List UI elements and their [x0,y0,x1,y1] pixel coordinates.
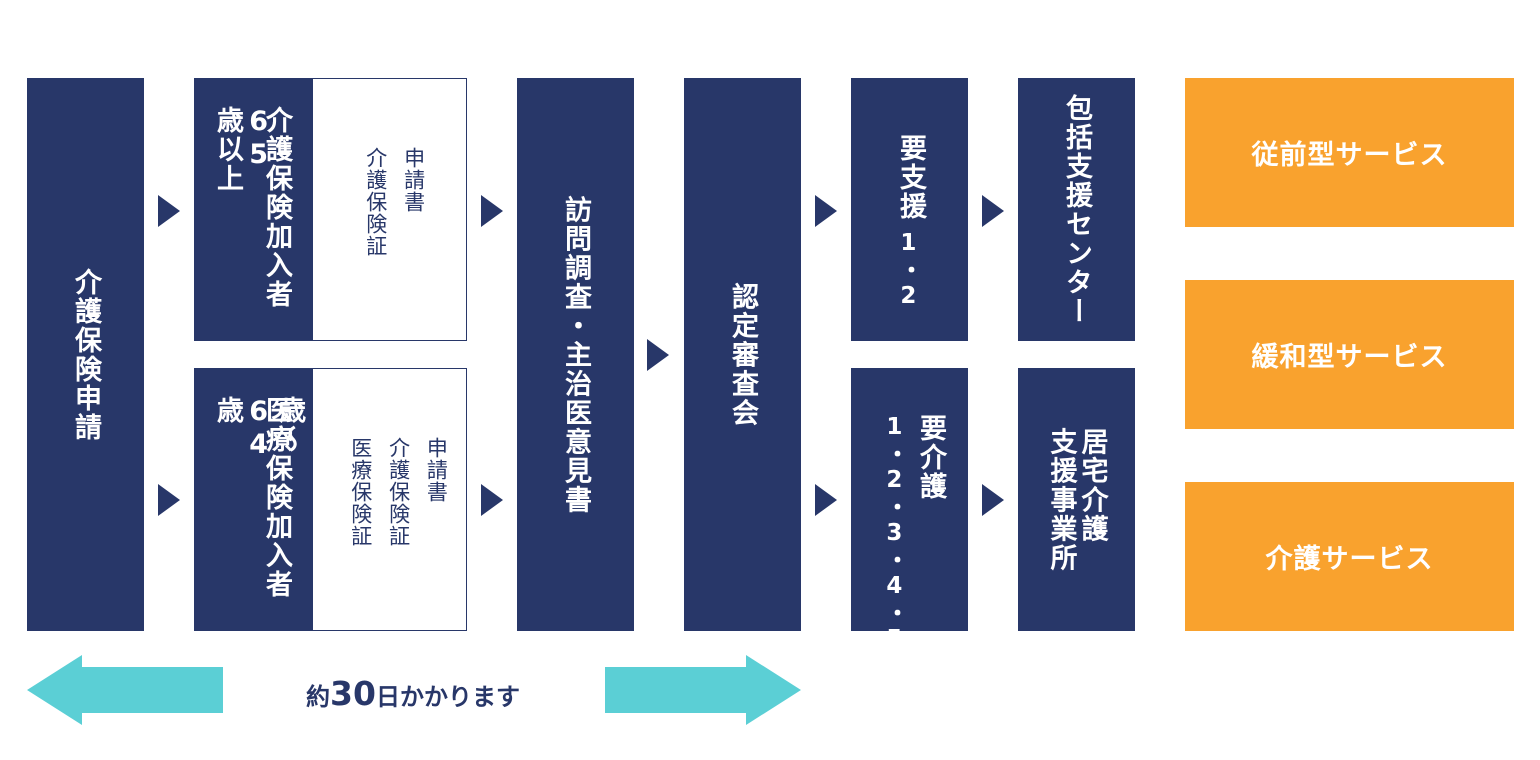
service-box-relaxed: 緩和型サービス [1185,280,1514,429]
age-40-label: 40 歳〜 64 歳 [212,396,336,462]
survey-label: 訪問調査・主治医意見書 [560,195,592,514]
age-40-docs: 申請書 介護保険証 医療保険証 [348,437,449,547]
age-65-box: 65 歳以上 介護保険加入者 [194,78,312,341]
service-label: 介護サービス [1265,544,1434,575]
service-box-standard: 従前型サービス [1185,78,1514,227]
arrow-left-icon [27,655,223,725]
arrow-right-icon [481,484,503,516]
arrow-right-long-icon [605,655,801,725]
care-level-label: 要介護 [915,414,946,501]
center-box: 包括支援センター [1018,78,1135,341]
service-label: 緩和型サービス [1251,342,1448,373]
review-box: 認定審査会 [684,78,801,631]
duration-note: 約30日かかります [222,674,604,713]
support-level-box: 要支援 1・2 [851,78,968,341]
arrow-right-icon [815,484,837,516]
age-65-docs-box: 申請書 介護保険証 [312,78,467,341]
age-40-insurance-label: 医療保険加入者 [261,396,292,599]
center-label: 包括支援センター [1061,93,1093,326]
duration-suffix: 日かかります [375,683,520,711]
support-level-values: 1・2 [895,230,922,311]
age-40-box: 40 歳〜 64 歳 医療保険加入者 [194,368,336,631]
arrow-right-icon [158,484,180,516]
arrow-right-icon [815,195,837,227]
review-label: 認定審査会 [727,282,759,427]
support-level-label: 要支援 [895,134,927,221]
age-65-docs: 申請書 介護保険証 [363,147,426,257]
age-65-label: 65 歳以上 [212,106,275,193]
care-level-box: 要介護 1・2・3・4・5 [851,368,968,654]
arrow-right-icon [158,195,180,227]
arrow-right-icon [647,339,669,371]
arrow-right-icon [982,484,1004,516]
office-label: 居宅介護 支援事業所 [1045,427,1108,572]
care-level-values: 1・2・3・4・5 [881,414,908,654]
duration-number: 30 [330,674,376,713]
survey-box: 訪問調査・主治医意見書 [517,78,634,631]
apply-box: 介護保険申請 [27,78,144,631]
age-40-docs-box: 申請書 介護保険証 医療保険証 [312,368,467,631]
service-label: 従前型サービス [1251,140,1448,171]
arrow-right-icon [982,195,1004,227]
apply-label: 介護保険申請 [70,267,102,442]
office-box: 居宅介護 支援事業所 [1018,368,1135,631]
age-65-insurance-label: 介護保険加入者 [261,106,292,309]
arrow-right-icon [481,195,503,227]
duration-prefix: 約 [306,683,331,711]
service-box-care: 介護サービス [1185,482,1514,631]
